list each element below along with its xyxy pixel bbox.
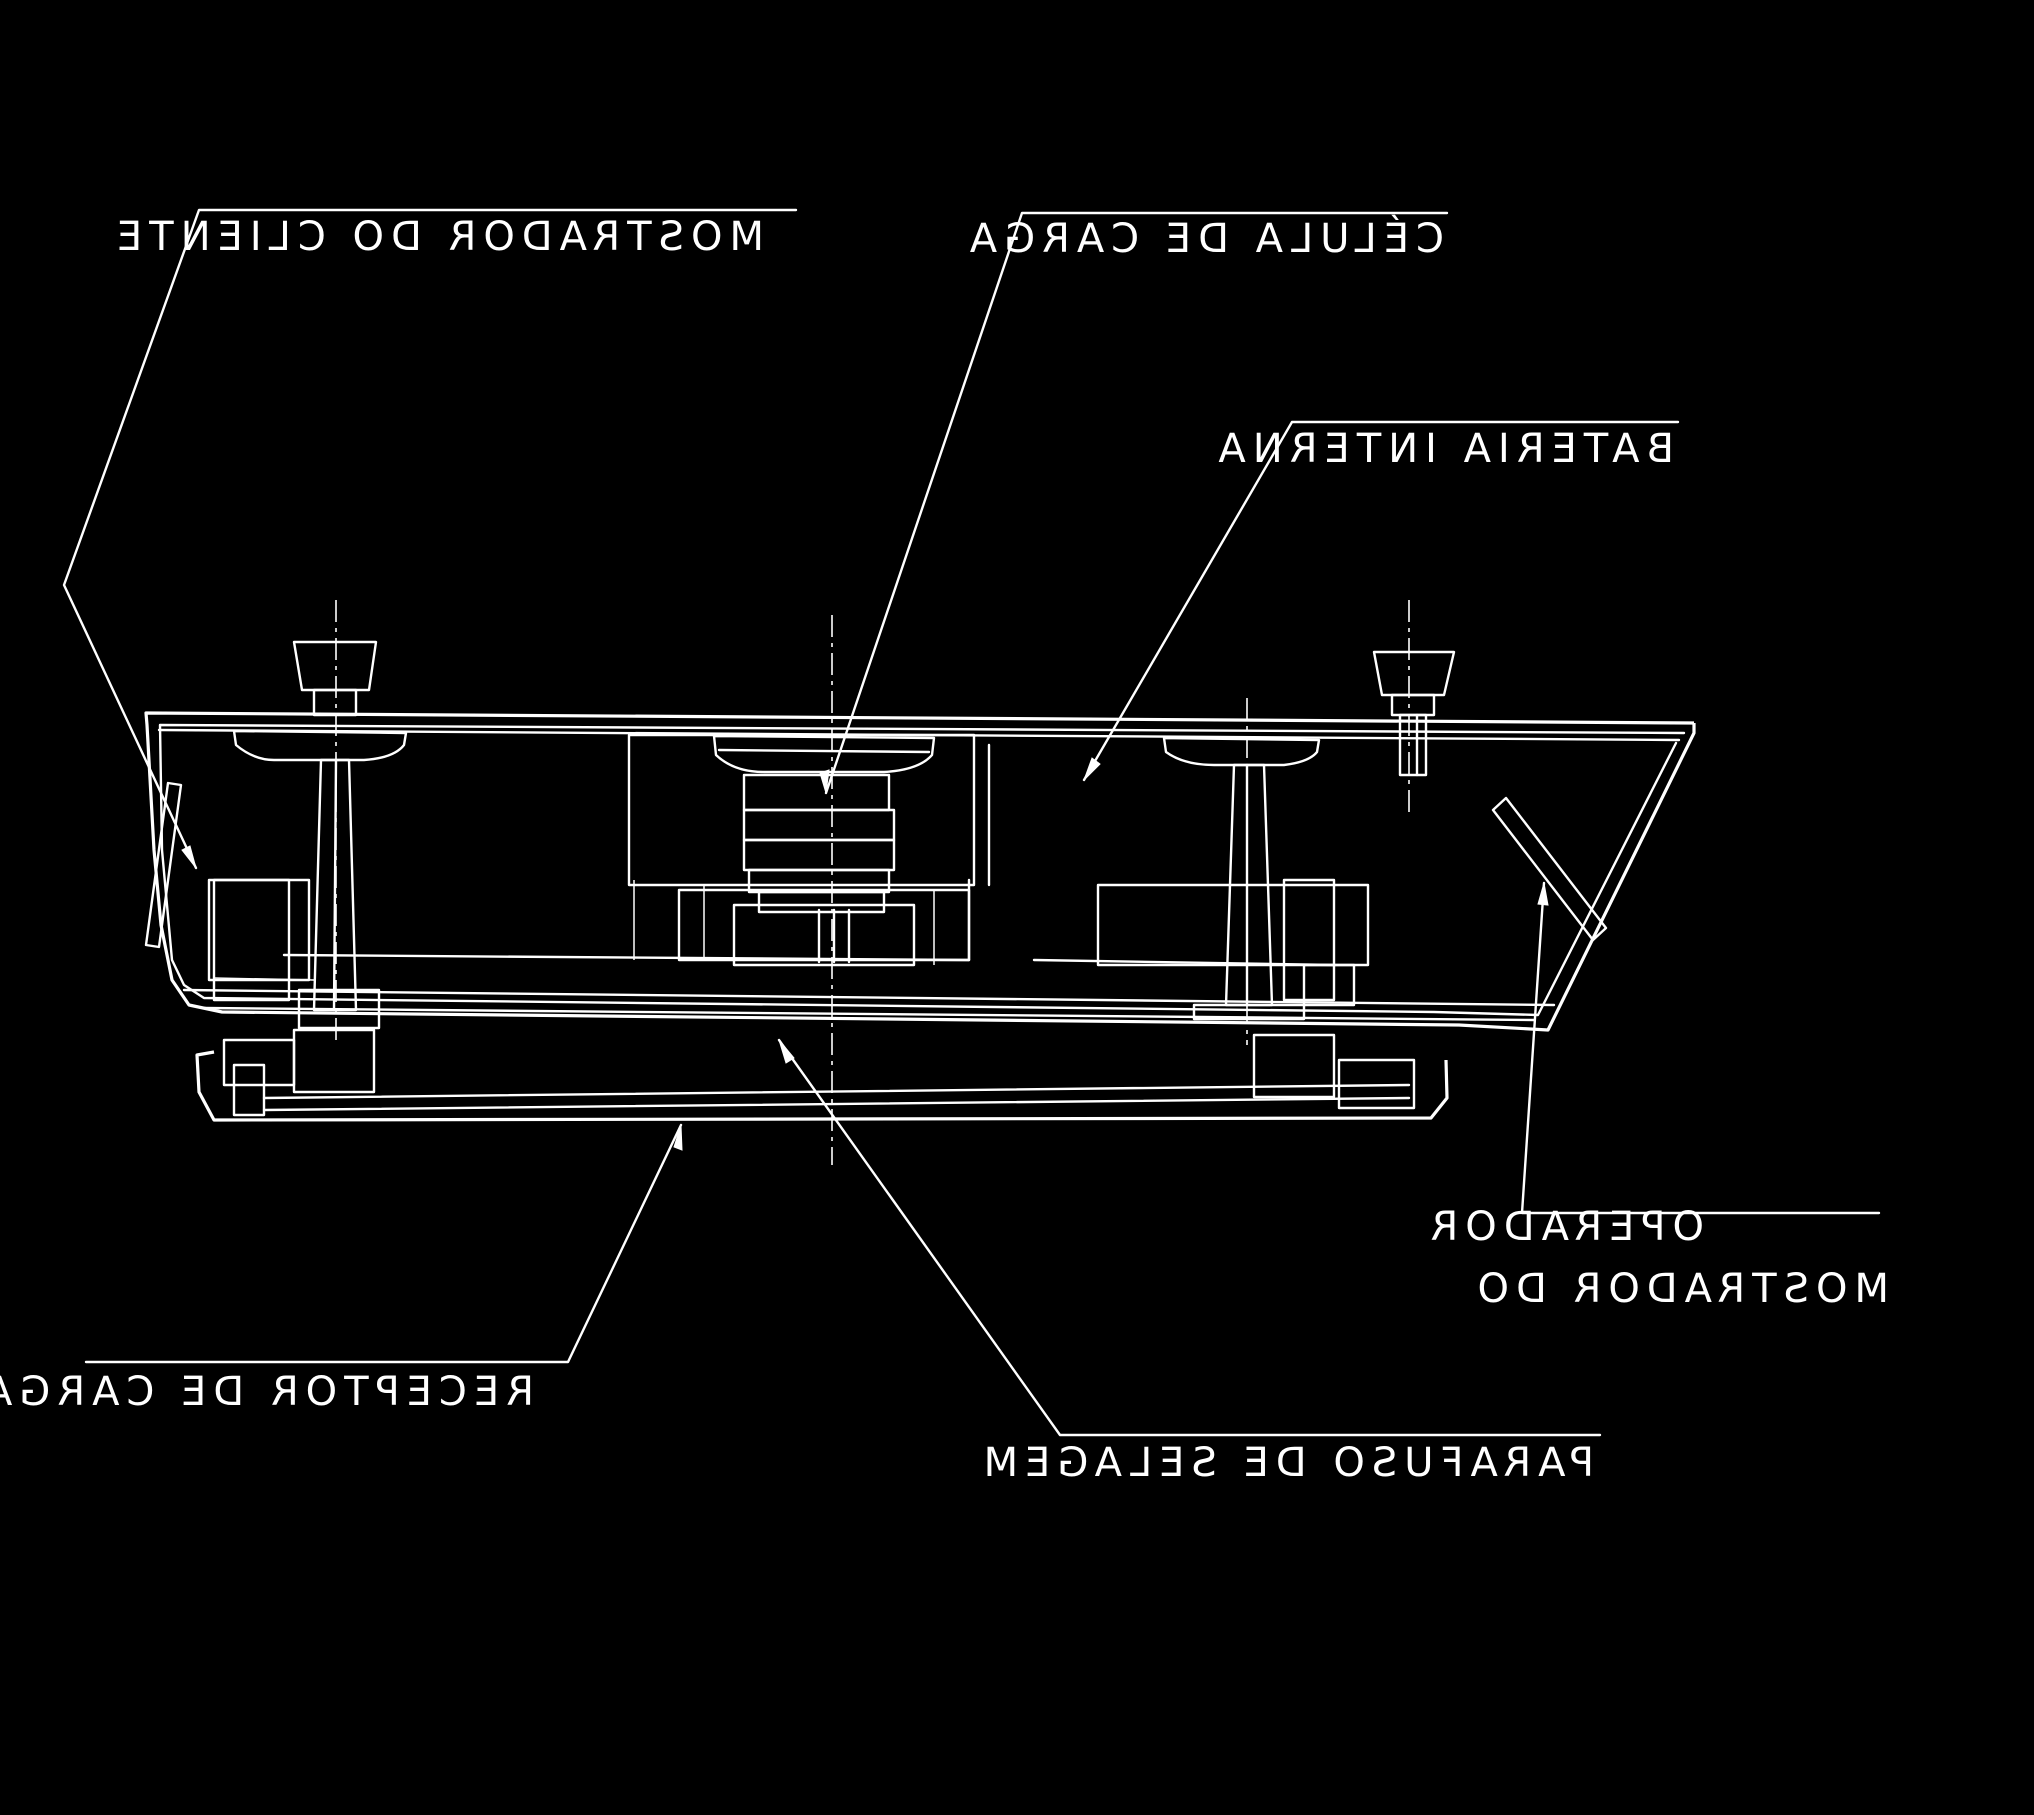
load-cell-callout: CÉLULA DE CARGA: [819, 211, 1449, 795]
internal-battery-label: BATERIA INTERNA: [1211, 426, 1674, 472]
customer-side-pillar: [212, 640, 408, 1030]
load-cell: [712, 734, 936, 967]
load-receiver-base: [195, 1028, 1449, 1122]
sealing-screw-callout: PARAFUSO DE SELAGEM: [777, 1038, 1602, 1486]
internal-plates: [182, 878, 1556, 1007]
operator-side-pillar: [1162, 736, 1336, 1021]
load-cell-label: CÉLULA DE CARGA: [963, 214, 1444, 262]
detail-lines: [213, 880, 935, 981]
customer-display-label: MOSTRADOR DO CLIENTE: [110, 214, 764, 260]
sealing-screw-label: PARAFUSO DE SELAGEM: [977, 1440, 1594, 1486]
load-receiver-label: RECEPTOR DE CARGA: [0, 1369, 534, 1415]
operator-side-knob: [1372, 650, 1456, 777]
internal-battery-callout: BATERIA INTERNA: [1082, 420, 1680, 782]
load-receiver-callout: RECEPTOR DE CARGA: [0, 1123, 683, 1415]
operator-display-callout: OPERADOR MOSTRADOR DO: [1424, 881, 1889, 1312]
customer-display-callout: MOSTRADOR DO CLIENTE: [62, 208, 798, 870]
housing: [144, 711, 1696, 1032]
internal-battery: [627, 733, 991, 962]
operator-display-label-line1: MOSTRADOR DO: [1471, 1266, 1889, 1312]
operator-display-label-line2: OPERADOR: [1424, 1204, 1705, 1250]
